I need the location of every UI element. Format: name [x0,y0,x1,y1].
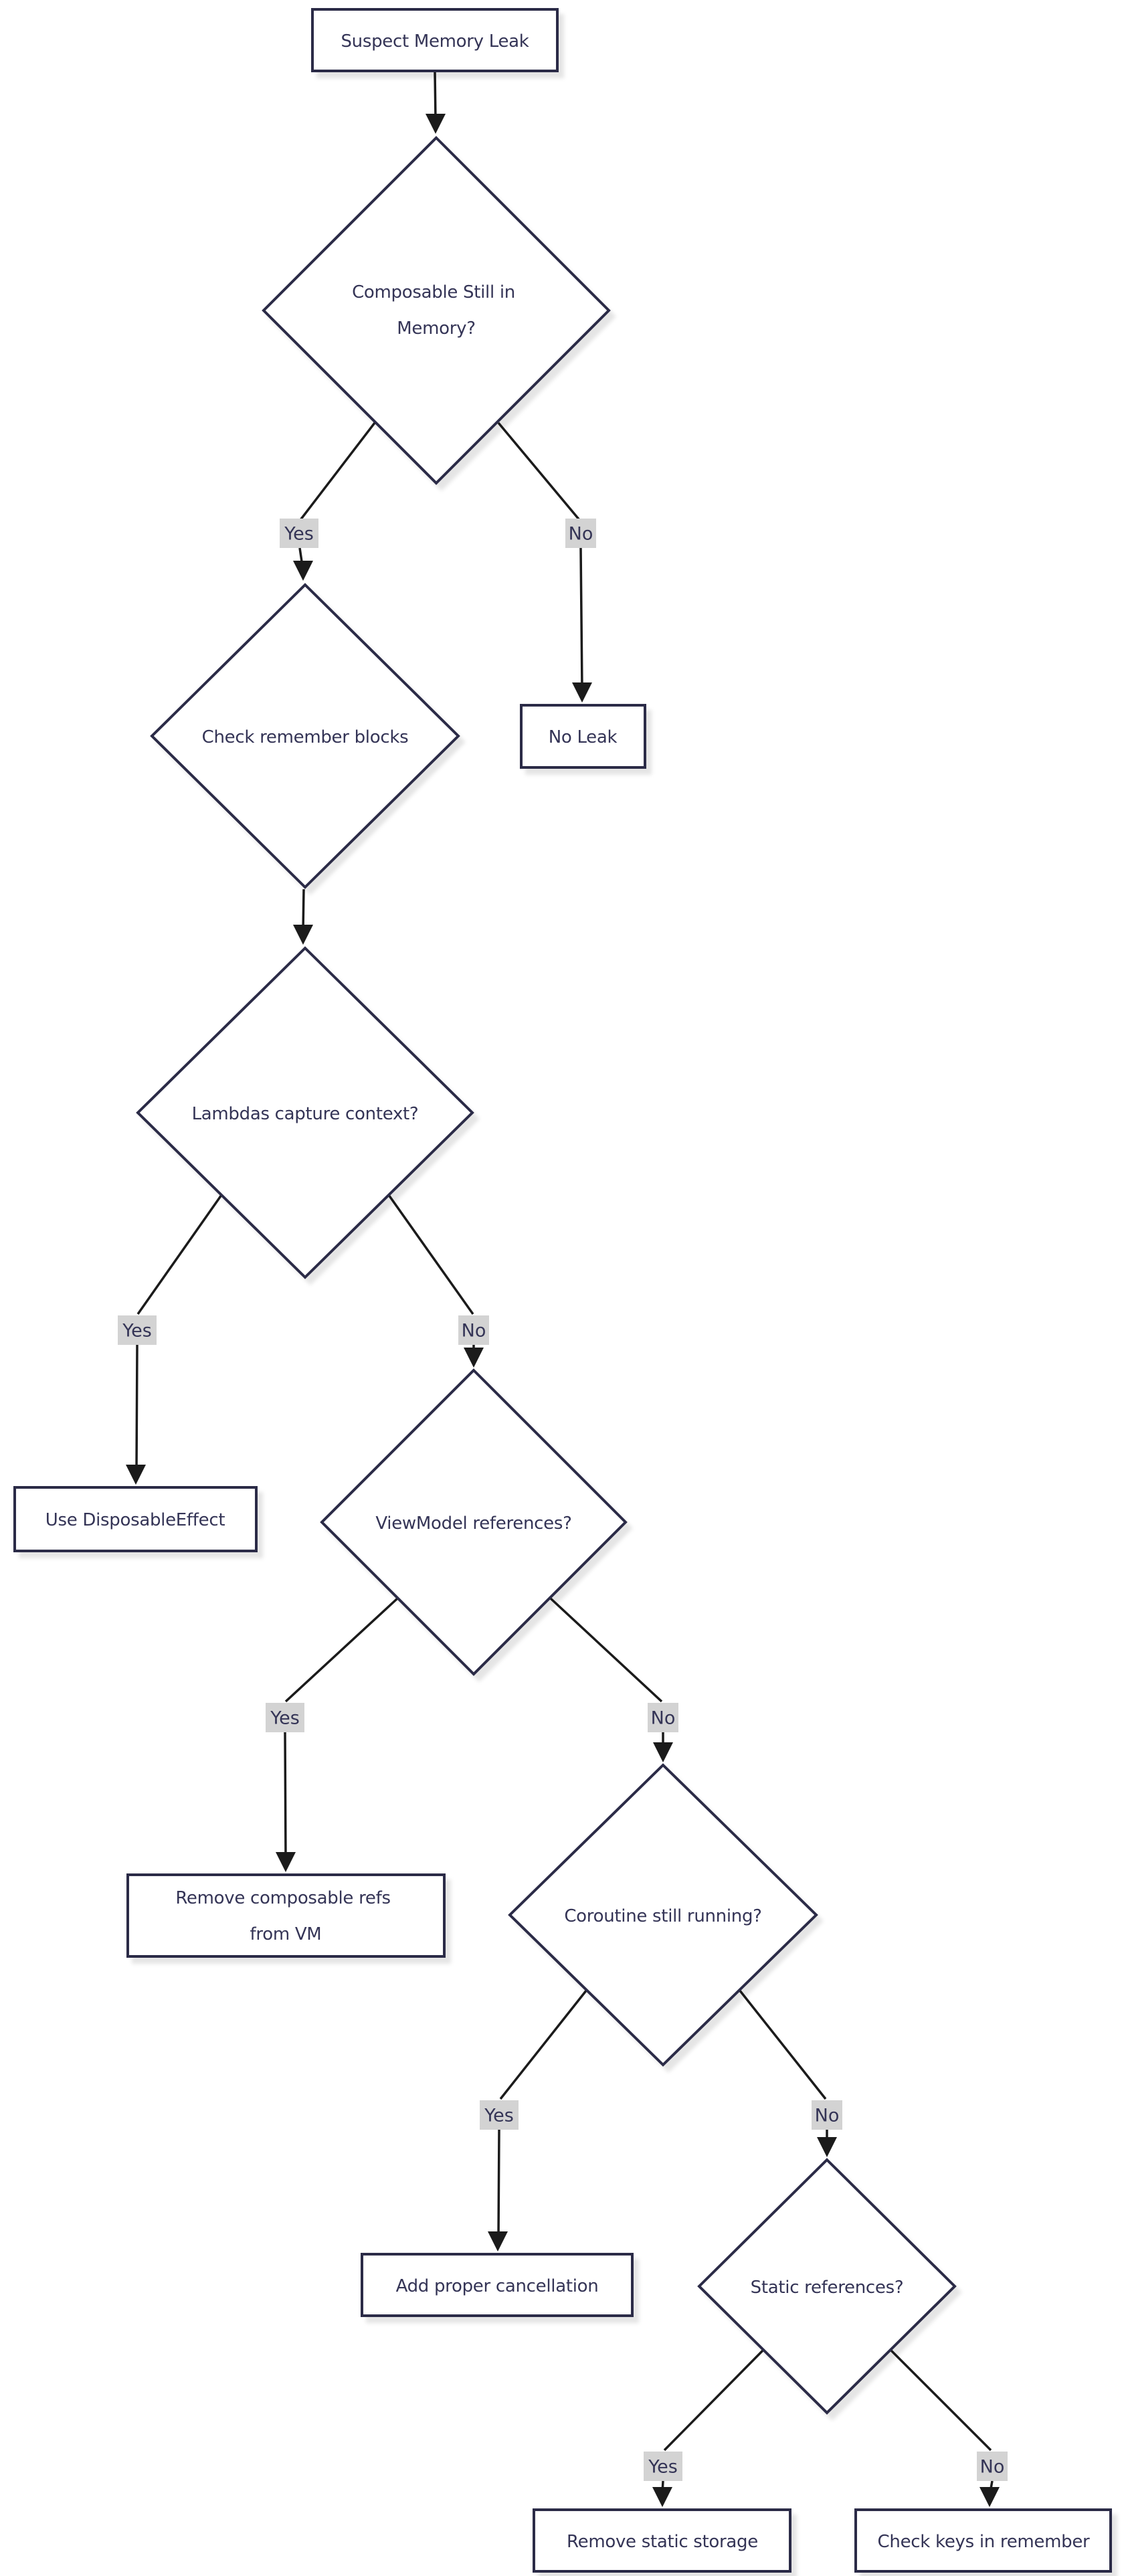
node-label: Check keys in remember [878,2532,1091,2552]
edge-label-bg [812,2100,842,2130]
node-label: Lambdas capture context? [192,1104,419,1124]
edge-lambdas-yes [135,1194,223,1471]
node-label: Use DisposableEffect [45,1510,225,1530]
node-static-references: Static references? [697,2158,957,2415]
node-viewmodel-references: ViewModel references? [320,1368,628,1676]
edge-coroutine-yes [497,1989,588,2237]
edge-label-no: No [565,519,596,548]
edge-label-yes: Yes [266,1703,304,1732]
arrowhead-icon [572,682,592,703]
edge-label-text: No [815,2106,840,2126]
edge-label-layer: Yes No Yes No Yes No Yes No [118,519,1008,2481]
edge-start-to-composable [434,72,437,120]
process-shape [311,8,559,72]
edge-label-no: No [458,1315,489,1345]
edge-label-bg [648,1703,678,1732]
edge-label-text: No [462,1321,486,1342]
edge-label-bg [565,519,596,548]
edge-label-bg [458,1315,489,1345]
node-no-leak: No Leak [520,704,646,769]
process-shape [361,2253,634,2317]
node-remove-composable-refs: Remove composable refs from VM [126,1873,446,1958]
node-label: Coroutine still running? [564,1906,761,1926]
node-lambdas-capture-context: Lambdas capture context? [136,946,474,1279]
arrowhead-icon [276,1852,296,1872]
process-shape [13,1486,258,1552]
edge-label-yes: Yes [280,519,318,548]
process-shape [126,1873,446,1958]
arrowhead-icon [293,925,313,945]
process-shape [533,2508,791,2573]
node-label: No Leak [549,727,618,747]
decision-shape [150,583,460,889]
edge-composable-no [497,422,583,688]
edge-label-text: Yes [648,2457,678,2478]
arrowhead-icon [817,2137,837,2157]
node-composable-still-in-memory: Composable Still in Memory? [262,136,611,485]
node-remove-static-storage: Remove static storage [533,2508,791,2573]
edge-label-yes: Yes [118,1315,157,1345]
edge-label-yes: Yes [644,2452,682,2481]
edge-label-no: No [648,1703,678,1732]
node-use-disposableeffect: Use DisposableEffect [13,1486,258,1552]
edge-label-text: Yes [484,2106,514,2126]
node-label: ViewModel references? [375,1513,571,1534]
arrowhead-icon [426,114,446,134]
edge-label-text: Yes [122,1321,152,1342]
edge-label-text: No [980,2457,1005,2478]
node-layer: Suspect Memory Leak Composable Still in … [13,8,1112,2573]
node-coroutine-still-running: Coroutine still running? [508,1763,818,2067]
node-label: Remove static storage [567,2532,758,2552]
decision-shape [697,2158,957,2415]
edge-label-text: No [569,524,593,545]
edge-label-text: No [651,1708,676,1729]
node-label: Composable Still in Memory? [352,282,521,339]
node-add-proper-cancellation: Add proper cancellation [361,2253,634,2317]
node-label: Add proper cancellation [396,2276,599,2296]
edge-viewmodel-no [549,1597,664,1748]
arrowhead-icon [979,2487,1000,2507]
arrowhead-icon [488,2231,508,2251]
edge-label-yes: Yes [480,2100,519,2130]
decision-shape [508,1763,818,2067]
decision-shape [262,136,611,485]
arrowhead-icon [293,561,313,581]
edge-label-no: No [977,2452,1008,2481]
arrowhead-icon [653,1742,673,1762]
node-label: Suspect Memory Leak [341,31,529,52]
edge-label-bg [266,1703,304,1732]
node-label: Remove composable refs from VM [175,1888,395,1944]
arrowhead-icon [126,1465,146,1485]
edge-label-bg [644,2452,682,2481]
node-label: Check remember blocks [202,727,409,747]
edge-remember-to-lambdas [302,889,305,931]
edge-label-no: No [812,2100,842,2130]
edge-layer [126,72,1000,2507]
edge-label-text: Yes [270,1708,300,1729]
node-check-remember-blocks: Check remember blocks [150,583,460,889]
decision-shape [320,1368,628,1676]
decision-shape [136,946,474,1279]
edge-label-bg [480,2100,519,2130]
arrowhead-icon [652,2487,672,2507]
node-check-keys-in-remember: Check keys in remember [854,2508,1112,2573]
process-shape [520,704,646,769]
edge-label-text: Yes [284,524,314,545]
edge-label-bg [977,2452,1008,2481]
edge-label-bg [280,519,318,548]
node-suspect-memory-leak: Suspect Memory Leak [311,8,559,72]
edge-viewmodel-yes [284,1597,399,1858]
edge-label-bg [118,1315,157,1345]
arrowhead-icon [464,1348,484,1368]
process-shape [854,2508,1112,2573]
node-label: Static references? [751,2278,904,2298]
